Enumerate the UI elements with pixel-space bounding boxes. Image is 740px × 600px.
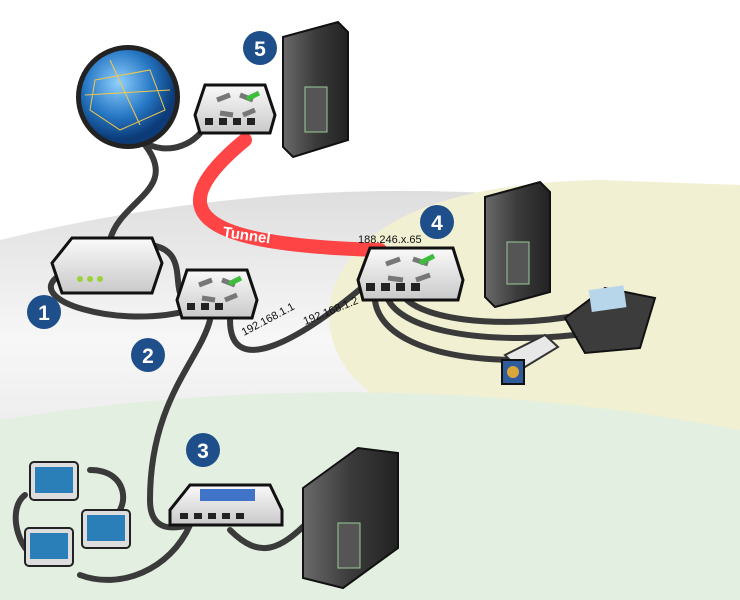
server-icon [302,446,399,590]
badge-3: 3 [186,433,220,467]
computer-icon [24,527,74,567]
badge-4: 4 [420,205,454,239]
computer-icon [29,461,79,501]
badge-5: 5 [243,31,277,65]
server-icon [282,20,349,159]
modem-icon [50,236,164,295]
badge-1: 1 [27,295,61,329]
svg-text:3: 3 [197,440,209,463]
router-icon [193,83,277,135]
computer-icon [81,509,131,549]
server-icon [484,180,551,309]
router-icon [175,268,259,320]
globe-icon [76,45,180,149]
svg-text:1: 1 [38,302,50,325]
router-icon [356,246,465,302]
svg-text:4: 4 [431,212,443,235]
svg-text:2: 2 [142,345,154,368]
vpn-tunnel [193,133,387,257]
ip-label-router4-wan: 188.246.x.65 [358,234,422,246]
ip-phone-icon [563,285,657,355]
badge-2: 2 [131,338,165,372]
svg-text:5: 5 [254,38,266,61]
switch-icon [168,483,284,527]
ip-camera-icon [501,333,560,385]
tunnel-label: Tunnel [222,224,272,248]
